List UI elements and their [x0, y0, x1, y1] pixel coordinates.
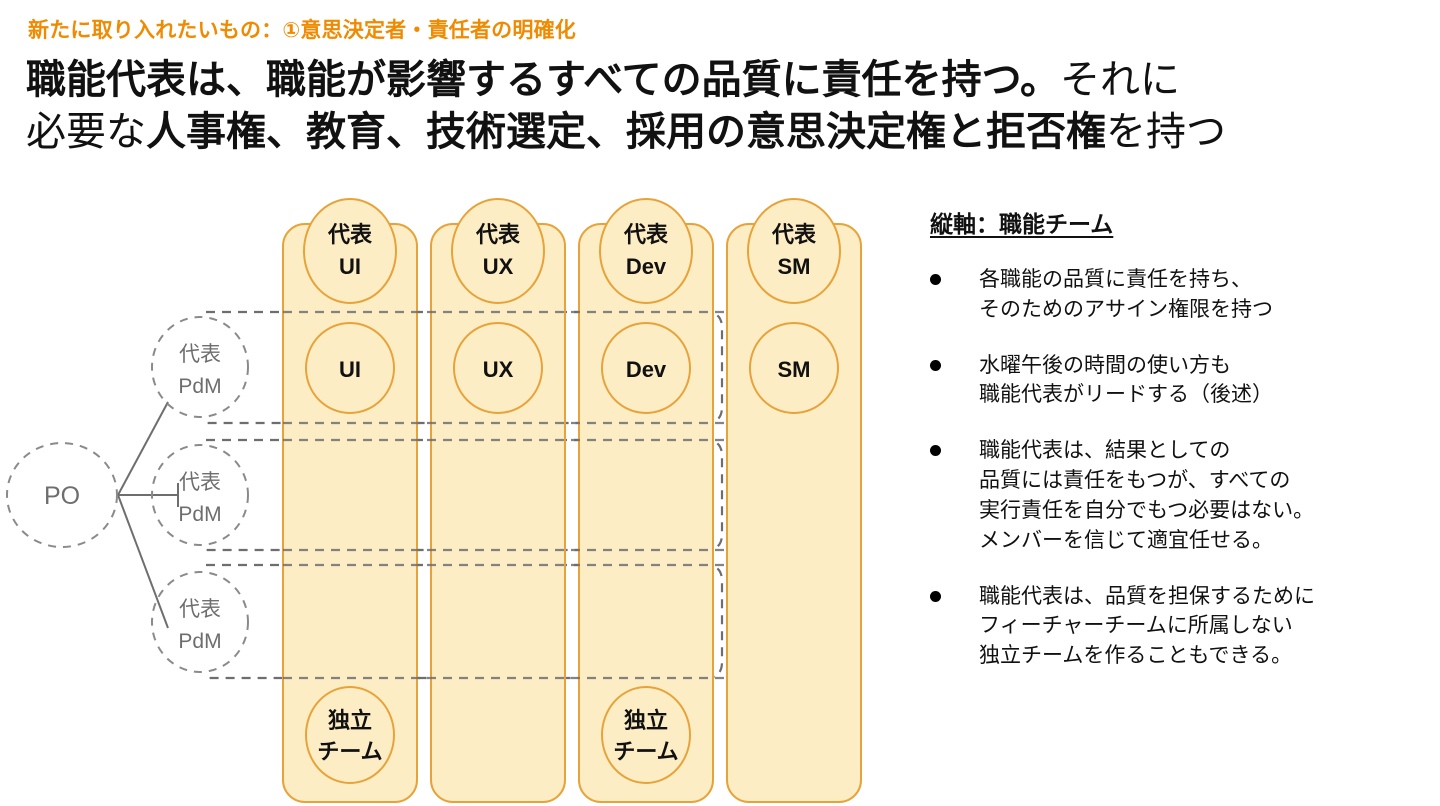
pdm-node-3-circle	[151, 571, 249, 673]
function-column-sm-lead-circle	[747, 198, 841, 304]
function-column-dev-lead-line2: Dev	[626, 254, 667, 279]
note-text: 職能代表は、品質を担保するために フィーチャーチームに所属しない 独立チームを作…	[979, 584, 1315, 668]
pdm-node-1-circle	[151, 316, 249, 418]
function-column-ui-independent-line1: 独立	[328, 708, 372, 733]
function-column-ui[interactable]: 代表 UI UI 独立 チーム	[282, 198, 418, 803]
function-column-dev-independent-circle	[601, 686, 691, 784]
headline-line-1: 職能代表は、職能が影響するすべての品質に責任を持つ。それに	[26, 54, 1366, 106]
function-column-dev-member-circle	[601, 322, 691, 414]
pdm-node-2-label-line1: 代表	[179, 471, 221, 494]
feature-team-band-overlays	[283, 310, 727, 680]
function-column-ux-body	[430, 223, 566, 803]
po-connector-top	[117, 401, 169, 496]
function-column-sm-member-label: SM	[778, 357, 811, 382]
bullet-icon	[930, 445, 941, 457]
function-column-ui-independent-line2: チーム	[317, 739, 382, 764]
feature-team-band-2	[206, 438, 724, 552]
note-text: 職能代表は、結果としての 品質には責任をもつが、すべての 実行責任を自分でもつ必…	[979, 439, 1315, 552]
headline-line-2: 必要な人事権、教育、技術選定、採用の意思決定権と拒否権を持つ	[26, 106, 1366, 158]
function-column-ui-lead-circle	[303, 198, 397, 304]
function-column-sm-member-circle	[749, 322, 839, 414]
function-column-sm-lead-line1: 代表	[771, 222, 817, 247]
headline-line-1-strong: 職能代表は、職能が影響するすべての品質に責任を持つ。	[26, 58, 1060, 102]
pdm-node-1-label-line2: PdM	[178, 375, 221, 398]
note-text: 各職能の品質に責任を持ち、 そのためのアサイン権限を持つ	[979, 268, 1273, 321]
note-item: 職能代表は、品質を担保するために フィーチャーチームに所属しない 独立チームを作…	[930, 582, 1430, 671]
slide-eyebrow: 新たに取り入れたいもの：①意思決定者・責任者の明確化	[28, 19, 576, 42]
slide-headline: 職能代表は、職能が影響するすべての品質に責任を持つ。それに 必要な人事権、教育、…	[26, 54, 1366, 158]
headline-line-2-light-pre: 必要な	[26, 110, 146, 154]
pdm-node-2-label-line2: PdM	[178, 503, 221, 526]
function-column-sm-lead-line2: SM	[778, 254, 811, 279]
headline-line-2-light-post: を持つ	[1106, 110, 1226, 154]
function-column-dev-member-label: Dev	[626, 357, 667, 382]
po-node[interactable]: PO	[6, 442, 118, 548]
po-node-circle	[6, 442, 118, 548]
pdm-node-3[interactable]: 代表 PdM	[151, 571, 249, 673]
pdm-node-2-circle	[151, 444, 249, 546]
notes-panel: 縦軸：職能チーム 各職能の品質に責任を持ち、 そのためのアサイン権限を持つ 水曜…	[930, 205, 1430, 697]
bullet-icon	[930, 590, 941, 602]
function-column-ux[interactable]: 代表 UX UX	[430, 198, 566, 803]
note-text: 水曜午後の時間の使い方も 職能代表がリードする（後述）	[979, 353, 1273, 407]
function-column-ui-lead-line2: UI	[339, 254, 361, 279]
po-connector-bottom	[117, 494, 169, 629]
function-column-ux-member-label: UX	[483, 357, 514, 382]
function-column-ui-lead-line1: 代表	[327, 222, 373, 247]
pdm-node-1-label-line1: 代表	[179, 343, 221, 366]
function-column-dev[interactable]: 代表 Dev Dev 独立 チーム	[578, 198, 714, 803]
bullet-icon	[930, 274, 941, 285]
headline-line-1-light: それに	[1060, 58, 1180, 102]
headline-line-2-strong: 人事権、教育、技術選定、採用の意思決定権と拒否権	[146, 110, 1106, 154]
function-column-ui-member-circle	[305, 322, 395, 414]
po-node-label: PO	[44, 482, 80, 510]
pdm-node-2[interactable]: 代表 PdM	[151, 444, 249, 546]
function-column-dev-independent-line2: チーム	[613, 739, 678, 764]
note-item: 各職能の品質に責任を持ち、 そのためのアサイン権限を持つ	[930, 265, 1430, 325]
function-column-ux-lead-line2: UX	[483, 254, 514, 279]
function-column-ux-lead-line1: 代表	[475, 222, 521, 247]
function-column-ux-member-circle	[453, 322, 543, 414]
function-column-ui-member-label: UI	[339, 357, 361, 382]
function-column-sm-body	[726, 223, 862, 803]
po-connectors	[117, 401, 179, 629]
bullet-icon	[930, 359, 941, 371]
notes-title: 縦軸：職能チーム	[930, 211, 1114, 237]
note-item: 職能代表は、結果としての 品質には責任をもつが、すべての 実行責任を自分でもつ必…	[930, 436, 1430, 555]
pdm-node-3-label-line2: PdM	[178, 630, 221, 653]
org-structure-diagram: PO 代表 PdM 代表 PdM 代表 PdM 代表 UI UI 独立 チーム …	[6, 198, 862, 803]
pdm-node-3-label-line1: 代表	[179, 598, 221, 621]
function-column-sm[interactable]: 代表 SM SM	[726, 198, 862, 803]
pdm-node-1[interactable]: 代表 PdM	[151, 316, 249, 418]
function-column-ux-lead-circle	[451, 198, 545, 304]
function-column-ui-independent-circle	[305, 686, 395, 784]
function-column-dev-lead-line1: 代表	[623, 222, 669, 247]
function-column-dev-independent-line1: 独立	[624, 708, 668, 733]
function-column-dev-lead-circle	[599, 198, 693, 304]
note-item: 水曜午後の時間の使い方も 職能代表がリードする（後述）	[930, 351, 1430, 411]
